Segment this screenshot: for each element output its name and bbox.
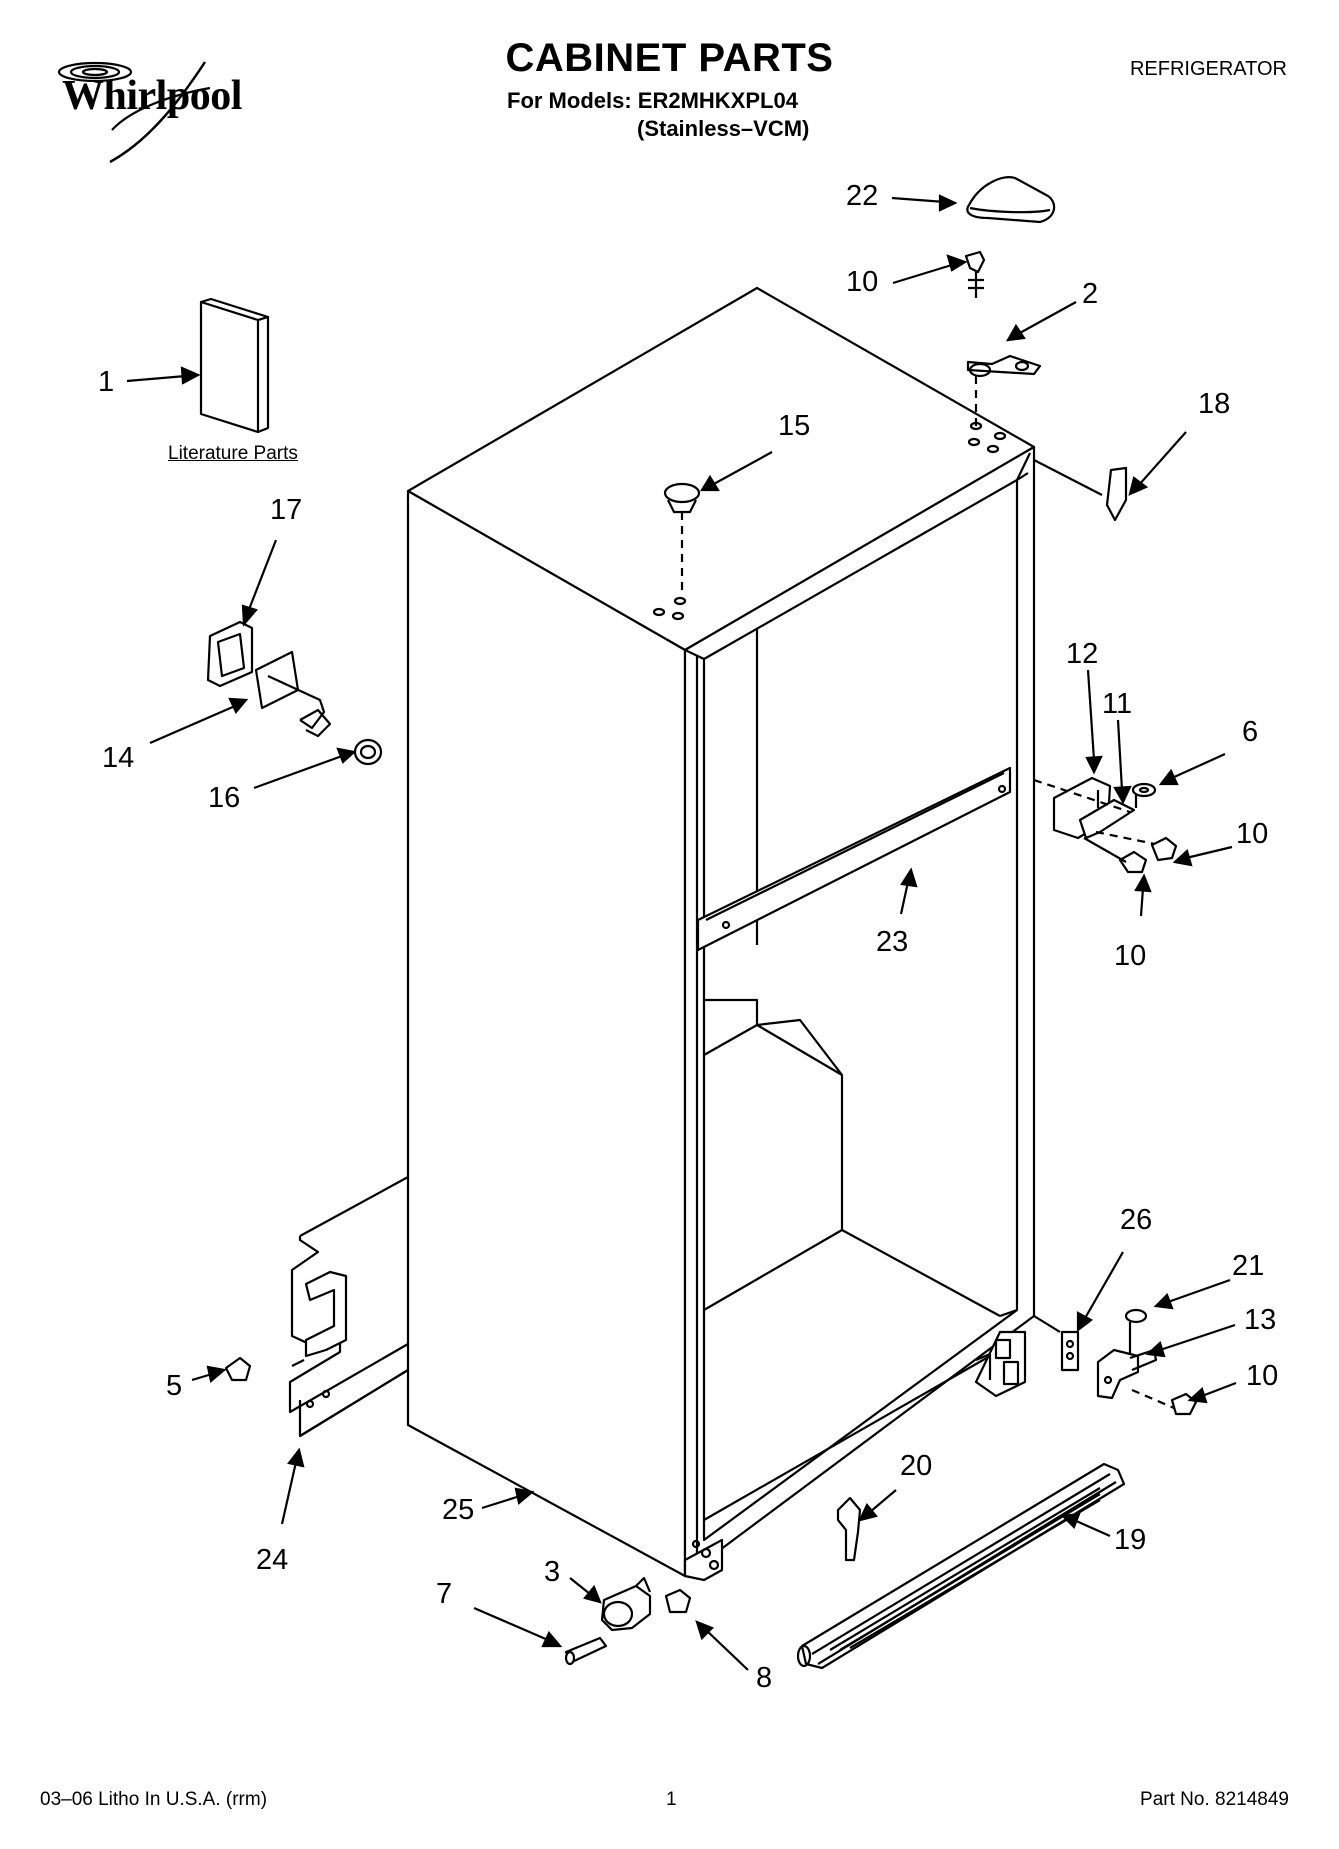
variant-line: (Stainless–VCM) bbox=[637, 116, 810, 141]
callout-18: 18 bbox=[1198, 388, 1231, 420]
whirlpool-swirl-logo bbox=[57, 61, 211, 164]
callout-21: 21 bbox=[1232, 1250, 1265, 1282]
callout-13: 13 bbox=[1244, 1304, 1277, 1336]
hinge-clip bbox=[1033, 459, 1128, 522]
callout-10-mid-right: 10 bbox=[1236, 818, 1269, 850]
callout-19: 19 bbox=[1114, 1524, 1147, 1556]
literature-book bbox=[199, 297, 270, 434]
callout-3: 3 bbox=[544, 1556, 561, 1588]
side-panel-brackets bbox=[224, 1176, 409, 1438]
callout-23: 23 bbox=[876, 926, 909, 958]
callout-leaders bbox=[126, 194, 1237, 1671]
top-hinge-cover bbox=[966, 176, 1056, 224]
category-label: REFRIGERATOR bbox=[1129, 58, 1287, 80]
callout-24: 24 bbox=[256, 1544, 289, 1576]
footer-part-number: Part No. 8214849 bbox=[1140, 1789, 1289, 1810]
callout-20: 20 bbox=[900, 1450, 933, 1482]
footer-print-info: 03–06 Litho In U.S.A. (rrm) bbox=[40, 1789, 268, 1810]
top-plug bbox=[663, 482, 701, 590]
brand-logo: Whirlpool bbox=[62, 73, 242, 119]
lower-hinge-assembly bbox=[1033, 1308, 1198, 1416]
front-leveler-parts bbox=[564, 1576, 692, 1666]
footer-page-number: 1 bbox=[666, 1789, 677, 1810]
callout-6: 6 bbox=[1242, 716, 1259, 748]
callout-1: 1 bbox=[98, 366, 115, 398]
callout-22: 22 bbox=[846, 180, 879, 212]
models-line: For Models: ER2MHKXPL04 bbox=[507, 88, 798, 113]
callout-26: 26 bbox=[1120, 1204, 1153, 1236]
base-grille bbox=[796, 1462, 1126, 1670]
callout-2: 2 bbox=[1082, 278, 1099, 310]
page-title: CABINET PARTS bbox=[505, 36, 834, 80]
literature-parts-label: Literature Parts bbox=[168, 443, 298, 464]
callout-10-mid-low: 10 bbox=[1114, 940, 1147, 972]
callout-11: 11 bbox=[1102, 688, 1133, 720]
callout-7: 7 bbox=[436, 1578, 453, 1610]
callout-10-low: 10 bbox=[1246, 1360, 1279, 1392]
door-stop-parts bbox=[206, 620, 383, 766]
callout-15: 15 bbox=[778, 410, 811, 442]
callout-25: 25 bbox=[442, 1494, 475, 1526]
refrigerator-cabinet bbox=[406, 286, 1036, 1582]
divider-trim-strip bbox=[696, 766, 1012, 952]
center-hinge-assembly bbox=[1033, 776, 1178, 874]
callout-10-top: 10 bbox=[846, 266, 879, 298]
top-hinge-assembly bbox=[964, 250, 1042, 430]
callout-12: 12 bbox=[1066, 638, 1099, 670]
callout-17: 17 bbox=[270, 494, 303, 526]
callout-14: 14 bbox=[102, 742, 135, 774]
callout-8: 8 bbox=[756, 1662, 773, 1694]
callout-16: 16 bbox=[208, 782, 241, 814]
grille-clip bbox=[836, 1496, 862, 1562]
callout-5: 5 bbox=[166, 1370, 183, 1402]
